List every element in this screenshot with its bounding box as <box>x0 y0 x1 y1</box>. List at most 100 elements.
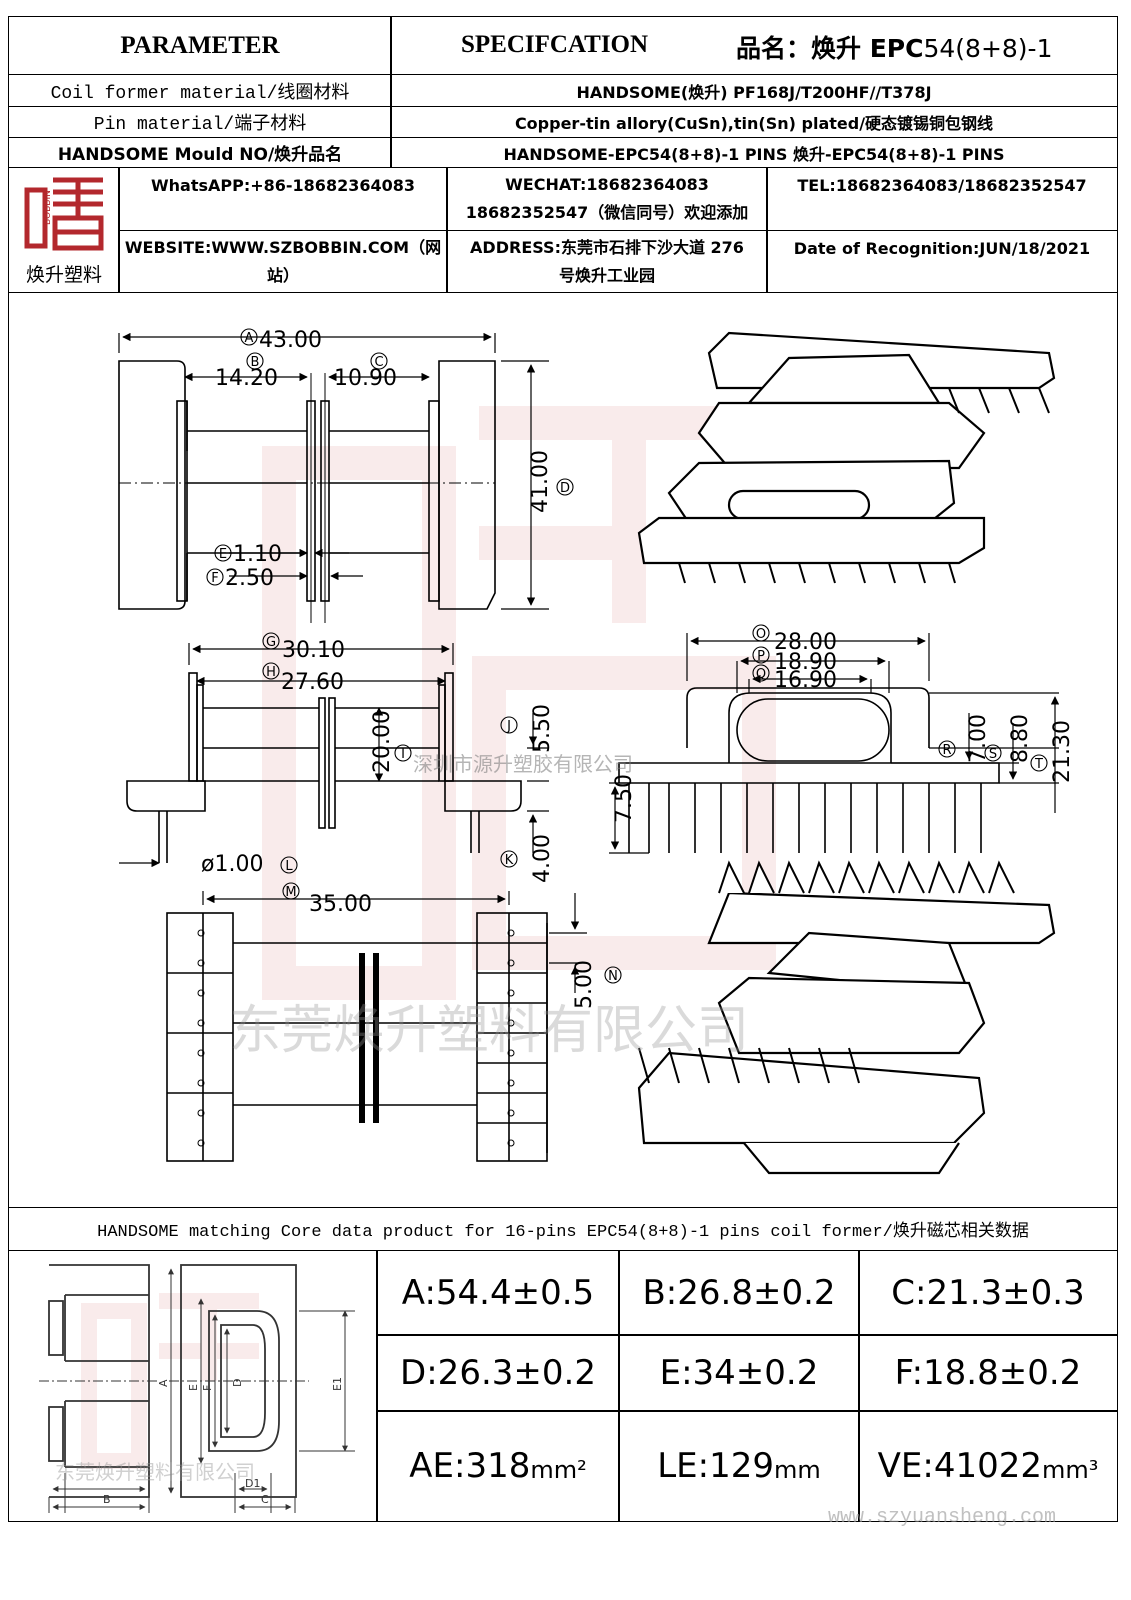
bobbin-logo-icon: BOBBIN <box>24 177 104 251</box>
core-label-f: F <box>201 1385 214 1391</box>
website-line-2: 站） <box>266 266 299 285</box>
wechat-line-2: 18682352547（微信同号）欢迎添加 <box>465 203 749 222</box>
callout-o: O <box>756 627 766 642</box>
front-view <box>126 672 522 863</box>
mould-no-label: HANDSOME Mould NO/焕升品名 <box>8 137 392 168</box>
specification-header: SPECIFCATION 品名：焕升 EPC54(8+8)-1 <box>390 16 1118 75</box>
technical-drawing: 43.00 14.20 10.90 41.00 1.10 2.50 30.10 … <box>118 328 1075 1175</box>
callout-h: H <box>266 665 276 680</box>
dim-n: 5.00 <box>572 960 597 1009</box>
drawing-area: 43.00 14.20 10.90 41.00 1.10 2.50 30.10 … <box>8 292 1118 1208</box>
core-cell-b: B:26.8±0.2 <box>618 1250 860 1336</box>
core-cell-d: D:26.3±0.2 <box>376 1334 620 1412</box>
website-watermark: www.szyuansheng.com <box>828 1506 1057 1529</box>
core-data-title: HANDSOME matching Core data product for … <box>8 1207 1118 1251</box>
core-label-a: A <box>157 1379 170 1387</box>
dim-j: 5.50 <box>530 704 555 753</box>
website-cell: WEBSITE:WWW.SZBOBBIN.COM（网 站） <box>118 230 448 293</box>
company-logo-cell: BOBBIN 焕升塑料 <box>8 167 120 293</box>
bottom-view <box>166 912 548 1162</box>
callout-i: I <box>401 747 405 762</box>
dim-h: 27.60 <box>281 670 344 695</box>
callout-l: L <box>285 859 293 874</box>
callout-f: F <box>211 571 218 586</box>
watermark-dongguan: 东莞焕升塑料有限公司 <box>229 1001 749 1061</box>
dim-f: 2.50 <box>225 566 274 591</box>
dim-g: 30.10 <box>282 638 345 663</box>
coil-material-label: Coil former material/线圈材料 <box>8 74 392 107</box>
dim-c: 10.90 <box>334 366 397 391</box>
mould-no-value: HANDSOME-EPC54(8+8)-1 PINS 焕升-EPC54(8+8)… <box>390 137 1118 168</box>
core-watermark: 东莞焕升塑料有限公司 <box>55 1460 255 1484</box>
bottom-view-pins <box>359 953 379 1123</box>
dim-d: 41.00 <box>528 450 553 513</box>
callout-k: K <box>505 853 514 868</box>
parameter-header: PARAMETER <box>8 16 392 75</box>
callout-r: R <box>942 743 951 758</box>
core-label-b: B <box>103 1493 111 1506</box>
logo-caption: 焕升塑料 <box>25 264 102 286</box>
callout-b: B <box>251 355 260 370</box>
callout-j: J <box>506 719 511 734</box>
dim-e: 1.10 <box>233 542 282 567</box>
isometric-view-top <box>637 331 1056 565</box>
callout-s: S <box>989 747 997 762</box>
dim-q: 16.90 <box>774 668 837 693</box>
core-label-e1: E1 <box>331 1377 344 1391</box>
pin-material-value: Copper-tin allory(CuSn),tin(Sn) plated/硬… <box>390 106 1118 138</box>
callout-n: N <box>608 969 618 984</box>
wechat-line-1: WECHAT:18682364083 <box>505 175 709 194</box>
callout-p: P <box>757 649 765 664</box>
date-cell: Date of Recognition:JUN/18/2021 <box>766 230 1118 293</box>
callout-d: D <box>560 481 570 496</box>
core-diagram-cell: A E F B D1 C D E1 东莞焕升塑料有限公司 <box>8 1250 378 1522</box>
core-label-d1: D1 <box>245 1477 260 1490</box>
address-line-2: 号焕升工业园 <box>558 266 655 285</box>
svg-text:BOBBIN: BOBBIN <box>43 190 53 225</box>
specification-title: SPECIFCATION <box>461 31 649 58</box>
website-line-1: WEBSITE:WWW.SZBOBBIN.COM（网 <box>124 238 442 257</box>
callout-a: A <box>245 331 254 346</box>
address-cell: ADDRESS:东莞市石排下沙大道 276 号焕升工业园 <box>446 230 768 293</box>
core-label-e: E <box>187 1384 200 1391</box>
dim-s: 8.80 <box>1008 714 1033 763</box>
callout-m: M <box>285 885 296 900</box>
core-cell-f: F:18.8±0.2 <box>858 1334 1118 1412</box>
core-label-d: D <box>231 1379 244 1387</box>
core-cell-c: C:21.3±0.3 <box>858 1250 1118 1336</box>
dim-p: 18.90 <box>774 650 837 675</box>
coil-material-value: HANDSOME(焕升) PF168J/T200HF//T378J <box>390 74 1118 107</box>
dim-m: 35.00 <box>309 892 372 917</box>
core-cell-a: A:54.4±0.5 <box>376 1250 620 1336</box>
dimension-callouts: A B C D E F G H I J K L M N O P Q R S T <box>206 328 1048 984</box>
tel-cell: TEL:18682364083/18682352547 <box>766 167 1118 231</box>
dim-a: 43.00 <box>259 328 322 353</box>
dim-r: 7.00 <box>966 714 991 763</box>
pin-material-label: Pin material/端子材料 <box>8 106 392 138</box>
dim-l: ø1.00 <box>201 852 263 877</box>
whatsapp-cell: WhatsAPP:+86-18682364083 <box>118 167 448 231</box>
dim-u: 7.50 <box>612 774 637 823</box>
dim-k: 4.00 <box>530 834 555 883</box>
dim-t: 21.30 <box>1050 720 1075 783</box>
core-label-c: C <box>261 1493 269 1506</box>
callout-g: G <box>266 635 276 650</box>
dim-i: 20.00 <box>370 710 395 773</box>
callout-c: C <box>374 355 383 370</box>
address-line-1: ADDRESS:东莞市石排下沙大道 276 <box>470 238 744 257</box>
core-diagram: A E F B D1 C D E1 东莞焕升塑料有限公司 <box>39 1264 355 1513</box>
dim-o: 28.00 <box>774 630 837 655</box>
dim-b: 14.20 <box>215 366 278 391</box>
isometric-view-bottom <box>637 891 1056 1175</box>
watermark-shenzhen: 深圳市源升塑胶有限公司 <box>413 752 633 776</box>
product-name: 品名：焕升 EPC54(8+8)-1 <box>736 34 1053 63</box>
end-view <box>618 687 1000 853</box>
wechat-cell: WECHAT:18682364083 18682352547（微信同号）欢迎添加 <box>446 167 768 231</box>
callout-t: T <box>1034 757 1043 772</box>
side-view <box>118 360 496 623</box>
core-cell-e: E:34±0.2 <box>618 1334 860 1412</box>
callout-q: Q <box>756 667 766 682</box>
